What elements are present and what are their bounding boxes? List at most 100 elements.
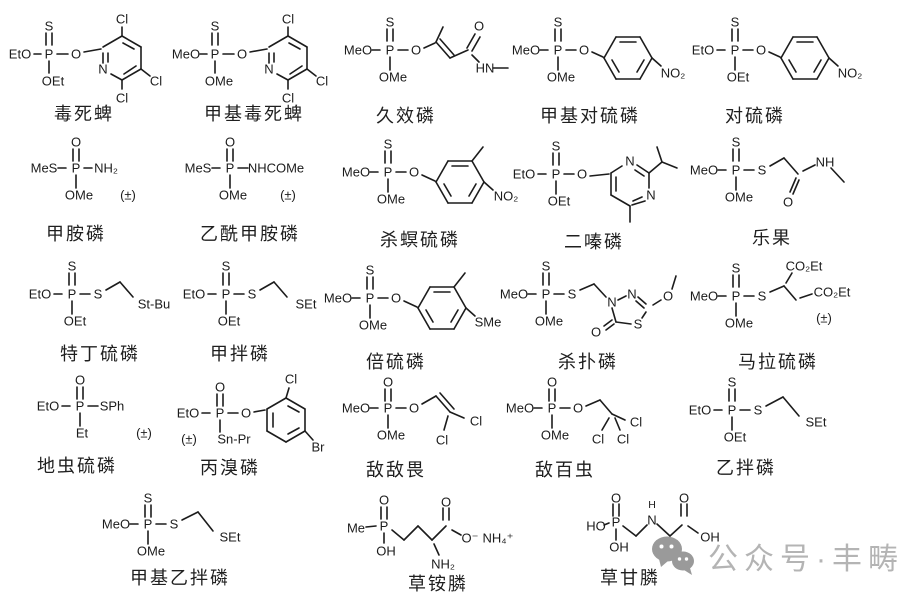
compound-name: 二嗪磷 <box>564 232 624 252</box>
bond-line <box>266 430 287 443</box>
bond-line <box>304 430 314 441</box>
atom-label: P <box>144 517 153 532</box>
atom-label: O <box>756 43 766 58</box>
atom-label: Br <box>312 440 326 455</box>
atom-label: OMe <box>205 74 233 89</box>
atom-label: (±) <box>120 188 136 203</box>
atom-label: NH <box>816 155 835 170</box>
bond-line <box>614 417 621 431</box>
bond-line <box>603 57 617 80</box>
atom-label: O <box>237 47 247 62</box>
atom-label: Cl <box>592 432 604 447</box>
atom-label: NO₂ <box>661 66 686 81</box>
atom-label: Me <box>347 521 365 536</box>
atom-label: S <box>728 375 737 390</box>
bond-line <box>591 51 604 58</box>
bond-line <box>391 529 405 541</box>
atom-label: S <box>634 317 643 332</box>
atom-label: OMe <box>541 428 569 443</box>
bond-line <box>453 286 467 309</box>
atom-label: O <box>225 135 235 150</box>
bond-line <box>780 57 794 80</box>
bond-line <box>289 65 303 75</box>
bond-line <box>471 160 485 183</box>
bond-line <box>828 57 839 67</box>
atom-label: P <box>552 167 561 182</box>
atom-label: S <box>248 287 257 302</box>
bond-line <box>122 42 135 50</box>
bond-line <box>431 525 447 541</box>
atom-label: O <box>441 495 451 510</box>
atom-label: O <box>391 291 401 306</box>
bond-line <box>273 281 288 298</box>
atom-label: OEt <box>724 430 747 445</box>
atom-label: OEt <box>727 70 750 85</box>
atom-label: S <box>568 287 577 302</box>
bond-line <box>285 387 290 399</box>
atom-label: N <box>607 295 616 310</box>
atom-label: HO <box>586 519 606 534</box>
atom-label: OMe <box>219 188 247 203</box>
bond-line <box>765 396 784 407</box>
atom-label: NH₂ <box>94 161 118 176</box>
bond-line <box>603 522 610 526</box>
atom-label: P <box>222 287 231 302</box>
bond-line <box>641 311 647 319</box>
bond-line <box>421 174 436 182</box>
bond-line <box>468 183 477 197</box>
bond-line <box>443 415 449 431</box>
bond-line <box>782 396 800 417</box>
atom-label: SEt <box>296 297 317 312</box>
bond-line <box>601 417 610 431</box>
atom-label: Cl <box>630 415 642 430</box>
atom-label: MeO <box>172 47 200 62</box>
bond-line <box>443 183 452 197</box>
atom-label: Cl <box>150 74 162 89</box>
atom-label: OEt <box>64 314 87 329</box>
bond-line <box>631 200 646 206</box>
atom-label: N <box>98 62 107 77</box>
atom-label: OMe <box>725 316 753 331</box>
atom-label: OMe <box>725 190 753 205</box>
bond-line <box>417 286 431 309</box>
atom-label: SEt <box>220 530 241 545</box>
bond-line <box>589 173 610 177</box>
atom-label: S <box>758 289 767 304</box>
atom-label: O <box>409 165 419 180</box>
atom-label: Et <box>76 426 89 441</box>
atom-label: N <box>627 287 636 302</box>
bond-line <box>249 48 268 53</box>
bond-line <box>635 524 648 537</box>
atom-label: Cl <box>470 414 482 429</box>
compound-name: 草甘膦 <box>600 568 660 588</box>
atom-label: S <box>554 15 563 30</box>
bond-line <box>661 161 678 169</box>
atom-label: (±) <box>280 188 296 203</box>
bond-line <box>285 430 306 443</box>
atom-label: Cl <box>436 433 448 448</box>
bond-line <box>652 299 662 306</box>
bond-line <box>813 59 822 73</box>
atom-label: OMe <box>137 544 165 559</box>
atom-label: H <box>648 499 656 511</box>
atom-label: Cl <box>282 12 294 27</box>
atom-label: N <box>647 513 656 528</box>
atom-label: HN <box>476 61 495 76</box>
atom-label: S <box>732 135 741 150</box>
atom-label: S <box>366 263 375 278</box>
